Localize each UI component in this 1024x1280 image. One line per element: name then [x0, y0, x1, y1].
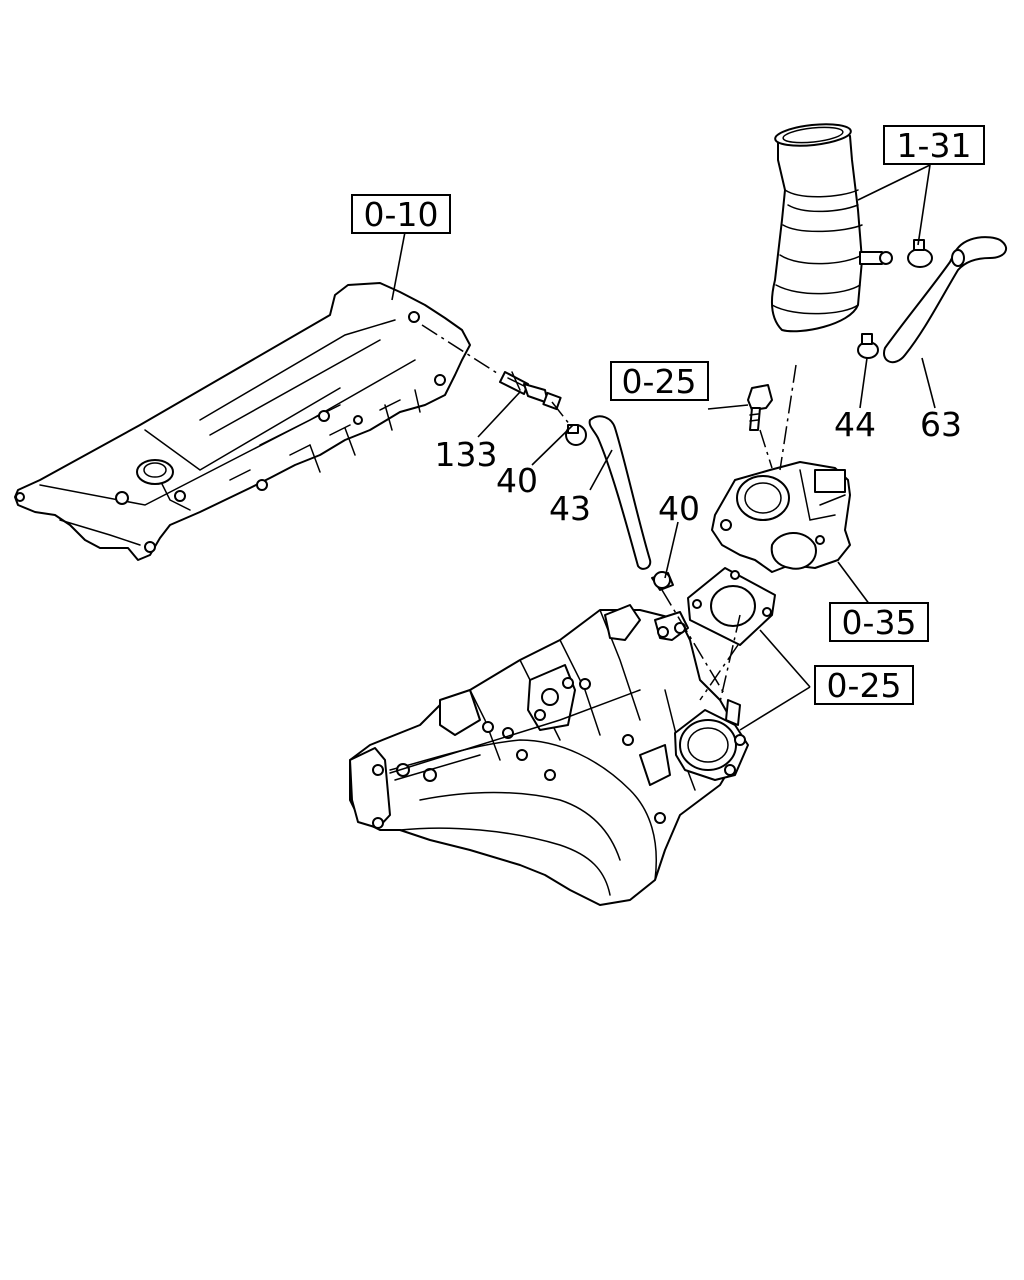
part-number-40-center: 40	[658, 489, 700, 528]
ref-label-cover: 0-10	[364, 195, 439, 234]
part-number-43: 43	[549, 489, 591, 528]
part-number-133: 133	[435, 435, 498, 474]
hose-clamp-44	[857, 333, 879, 359]
throttle-gasket	[687, 567, 776, 646]
assembly-lines	[421, 324, 797, 703]
ref-box-bolt: 0-25	[610, 361, 709, 401]
part-number-44: 44	[834, 405, 876, 444]
ref-box-air-duct: 1-31	[883, 125, 985, 165]
ref-label-bolt: 0-25	[622, 362, 697, 401]
throttle-bolt	[747, 384, 773, 431]
air-duct	[770, 123, 893, 333]
ref-box-cover: 0-10	[351, 194, 451, 234]
leader-lines	[391, 164, 936, 731]
part-number-40-left: 40	[496, 461, 538, 500]
hose-clamp-upper	[907, 239, 933, 268]
hose-clamp-center	[651, 571, 674, 591]
hose-43	[588, 415, 652, 570]
ref-box-throttle: 0-35	[829, 602, 929, 642]
throttle-body	[711, 461, 851, 573]
pcv-valve	[499, 371, 562, 411]
ref-box-manifold: 0-25	[814, 665, 914, 705]
part-number-63: 63	[920, 405, 962, 444]
ref-label-air-duct: 1-31	[897, 126, 972, 165]
ref-label-manifold: 0-25	[827, 666, 902, 705]
ref-label-throttle: 0-35	[842, 603, 917, 642]
cylinder-head-cover	[14, 282, 471, 561]
manifold-throttle-flange	[674, 699, 749, 781]
hose-63	[883, 236, 1008, 364]
intake-manifold	[349, 604, 741, 906]
